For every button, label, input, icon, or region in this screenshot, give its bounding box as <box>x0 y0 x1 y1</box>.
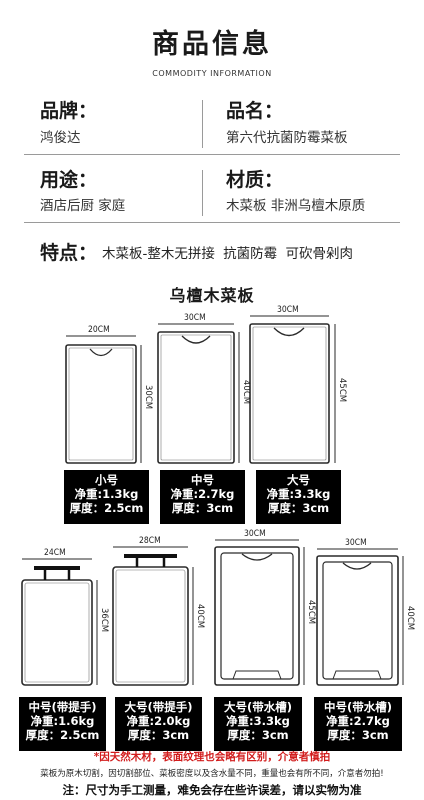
dim-height-label: 30CM <box>143 385 153 410</box>
spec-size: 中号(带提手) <box>28 700 97 714</box>
board-medium-inner <box>160 334 232 461</box>
board-small-inner <box>68 347 134 461</box>
board-groove-2-drain <box>332 670 382 680</box>
use-value: 酒店后厨 家庭 <box>40 198 126 214</box>
board-groove-1-handle-hole <box>241 553 273 561</box>
spec-thickness: 厚度：3cm <box>127 728 190 742</box>
board-small-outline <box>65 344 137 464</box>
feature-label: 特点： <box>40 242 98 264</box>
board-groove-1-outline <box>214 546 300 686</box>
spec-weight: 净重:2.0kg <box>126 714 191 728</box>
board-handle-2-outline <box>112 566 189 686</box>
board-large-outline <box>249 323 330 464</box>
dim-height-label: 40CM <box>405 606 415 631</box>
board-groove-2-outline <box>316 555 399 686</box>
spec-size: 大号(带提手) <box>124 700 193 714</box>
spec-thickness: 厚度：2.5cm <box>69 501 144 515</box>
board-groove-1-drain <box>232 670 282 680</box>
spec-size: 中号 <box>191 473 214 487</box>
material-label: 材质： <box>226 169 284 191</box>
spec-thickness: 厚度：3cm <box>327 728 389 742</box>
brand-label: 品牌： <box>40 100 98 122</box>
page-title: 商品信息 <box>152 29 272 60</box>
dim-height-label: 45CM <box>306 600 316 625</box>
board-groove-1-channel <box>220 552 294 680</box>
dim-width-label: 30CM <box>345 538 367 548</box>
spec-box-medium: 中号 净重:2.7kg 厚度：3cm <box>160 470 245 524</box>
info-divider-1 <box>202 100 203 148</box>
spec-box-groove-large: 大号(带水槽) 净重:3.3kg 厚度：3cm <box>214 697 302 751</box>
spec-size: 中号(带水槽) <box>323 700 392 714</box>
spec-box-handle-medium: 中号(带提手) 净重:1.6kg 厚度：2.5cm <box>19 697 106 751</box>
dim-height-label: 45CM <box>337 378 347 403</box>
board-medium-outline <box>157 331 235 464</box>
spec-box-groove-medium: 中号(带水槽) 净重:2.7kg 厚度：3cm <box>314 697 402 751</box>
spec-box-large: 大号 净重:3.3kg 厚度：3cm <box>256 470 341 524</box>
board-groove-2-channel <box>322 561 393 680</box>
spec-weight: 净重:2.7kg <box>326 714 390 728</box>
spec-size: 小号 <box>95 473 118 487</box>
dim-width-label: 20CM <box>88 325 110 335</box>
page-subtitle: COMMODITY INFORMATION <box>152 69 272 78</box>
dim-width-label: 30CM <box>277 305 299 315</box>
board-large-handle-hole <box>273 327 305 337</box>
warning-note: *因天然木材，表面纹理也会略有区别，介意者慎拍 <box>93 751 331 763</box>
material-value: 木菜板 非洲乌檀木原质 <box>226 198 366 214</box>
spec-thickness: 厚度：3cm <box>267 501 330 515</box>
board-medium-handle-hole <box>181 335 211 344</box>
spec-size: 大号(带水槽) <box>223 700 292 714</box>
spec-box-small: 小号 净重:1.3kg 厚度：2.5cm <box>64 470 149 524</box>
board-handle-2-inner <box>115 569 186 683</box>
measure-note: 注：尺寸为手工测量，难免会存在些许误差，请以实物为准 <box>62 783 362 797</box>
spec-weight: 净重:3.3kg <box>266 487 331 501</box>
detail-note: 菜板为原木切割，因切割部位、菜板密度以及含水量不同，重量也会有所不同，介意者勿拍… <box>40 769 384 779</box>
spec-box-handle-large: 大号(带提手) 净重:2.0kg 厚度：3cm <box>115 697 202 751</box>
dim-height-label: 40CM <box>241 380 251 405</box>
section-title: 乌檀木菜板 <box>169 286 255 305</box>
spec-weight: 净重:1.6kg <box>30 714 95 728</box>
board-handle-1-inner <box>24 582 90 683</box>
spec-weight: 净重:3.3kg <box>226 714 290 728</box>
board-small-handle-hole <box>89 348 113 357</box>
spec-size: 大号 <box>287 473 310 487</box>
board-handle-1-outline <box>21 579 93 686</box>
info-divider-2 <box>202 170 203 216</box>
dim-width-label: 30CM <box>184 313 206 323</box>
board-large-inner <box>252 326 327 461</box>
name-value: 第六代抗菌防霉菜板 <box>226 130 348 146</box>
dim-height-label: 36CM <box>99 608 109 633</box>
info-separator-1 <box>24 154 400 155</box>
spec-weight: 净重:1.3kg <box>74 487 139 501</box>
spec-weight: 净重:2.7kg <box>170 487 235 501</box>
brand-value: 鸿俊达 <box>40 130 81 146</box>
dim-width-label: 24CM <box>44 548 66 558</box>
name-label: 品名： <box>226 100 284 122</box>
spec-thickness: 厚度：3cm <box>227 728 289 742</box>
feature-value: 木菜板-整木无拼接 抗菌防霉 可砍骨剁肉 <box>102 246 353 262</box>
spec-thickness: 厚度：3cm <box>171 501 234 515</box>
dim-width-label: 30CM <box>244 529 266 539</box>
spec-thickness: 厚度：2.5cm <box>25 728 100 742</box>
dim-height-label: 40CM <box>195 604 205 629</box>
board-groove-2-handle-hole <box>342 562 372 570</box>
use-label: 用途： <box>40 169 98 191</box>
info-separator-2 <box>24 222 400 223</box>
dim-width-label: 28CM <box>139 536 161 546</box>
